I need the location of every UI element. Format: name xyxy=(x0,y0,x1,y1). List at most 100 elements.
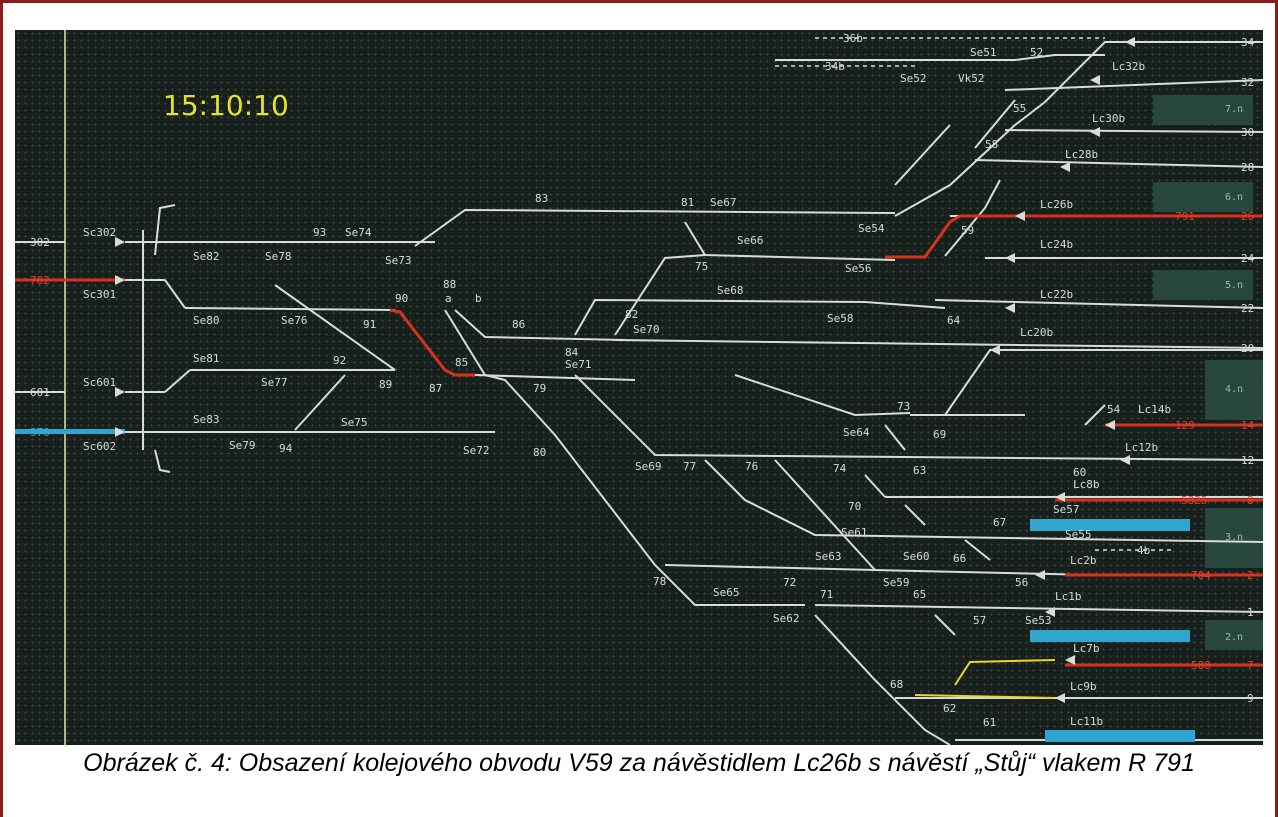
signal-Lc28b: Lc28b xyxy=(1065,148,1098,161)
platform-5: 5.n xyxy=(1225,280,1243,291)
switch-88-b: b xyxy=(475,292,482,305)
frame-top xyxy=(0,0,1278,3)
switch-52: 52 xyxy=(1030,46,1043,59)
signal-Se68: Se68 xyxy=(717,284,744,297)
switch-69: 69 xyxy=(933,428,946,441)
switch-58: 58 xyxy=(985,138,998,151)
platform-2: 2.n xyxy=(1225,632,1243,643)
track-2-label: 2 xyxy=(1247,569,1254,582)
signal-Se55: Se55 xyxy=(1065,528,1092,541)
signal-Lc8b: Lc8b xyxy=(1073,478,1100,491)
track-302-label: 302 xyxy=(30,236,50,249)
signal-Lc30b: Lc30b xyxy=(1092,112,1125,125)
switch-73: 73 xyxy=(897,400,910,413)
switch-94: 94 xyxy=(279,442,293,455)
train-5825: 5825 xyxy=(1181,494,1208,507)
track-7-label: 7 xyxy=(1247,659,1254,672)
signal-Se64: Se64 xyxy=(843,426,870,439)
switch-65: 65 xyxy=(913,588,926,601)
switch-79: 79 xyxy=(533,382,546,395)
switch-76: 76 xyxy=(745,460,758,473)
signal-Se57: Se57 xyxy=(1053,503,1080,516)
track-8-label: 8 xyxy=(1247,494,1254,507)
track-570-occupied xyxy=(15,429,125,434)
signal-Se76: Se76 xyxy=(281,314,308,327)
switch-74: 74 xyxy=(833,462,847,475)
switch-83: 83 xyxy=(535,192,548,205)
track-24-label: 24 xyxy=(1241,252,1255,265)
signal-Lc26b: Lc26b xyxy=(1040,198,1073,211)
track-601-label: 601 xyxy=(30,386,50,399)
signal-Lc22b: Lc22b xyxy=(1040,288,1073,301)
signal-Lc9b: Lc9b xyxy=(1070,680,1097,693)
signal-Sc301: Sc301 xyxy=(83,288,116,301)
frame-right xyxy=(1275,0,1278,817)
train-blue-2 xyxy=(1030,630,1190,642)
train-blue-1 xyxy=(1030,519,1190,531)
switch-88: 88 xyxy=(443,278,456,291)
signal-Se71: Se71 xyxy=(565,358,592,371)
train-129: 129 xyxy=(1175,419,1195,432)
platform-7-panel xyxy=(1153,95,1253,125)
signal-Sc601: Sc601 xyxy=(83,376,116,389)
train-791: 791 xyxy=(1175,210,1195,223)
signal-Lc14b: Lc14b xyxy=(1138,403,1171,416)
switch-56: 56 xyxy=(1015,576,1028,589)
switch-64: 64 xyxy=(947,314,961,327)
track-34-label: 34 xyxy=(1241,36,1255,49)
signal-Se61: Se61 xyxy=(841,526,868,539)
tracks-yellow xyxy=(914,659,1056,699)
switch-93: 93 xyxy=(313,226,326,239)
track-9-label: 9 xyxy=(1247,692,1254,705)
stub-34b: 34b xyxy=(825,60,845,73)
switch-88-a: a xyxy=(445,292,452,305)
signal-Se70: Se70 xyxy=(633,323,660,336)
platform-5-panel xyxy=(1153,270,1253,300)
switch-55: 55 xyxy=(1013,102,1026,115)
signal-Se75: Se75 xyxy=(341,416,368,429)
signal-Lc24b: Lc24b xyxy=(1040,238,1073,251)
signal-Se69: Se69 xyxy=(635,460,662,473)
signal-Se79: Se79 xyxy=(229,439,256,452)
switch-71: 71 xyxy=(820,588,833,601)
signal-labels: Sc302 Sc301 Sc601 Sc602 Se82 Se78 Se74 S… xyxy=(83,46,1171,728)
right-track-labels: 34 32 30 28 26 24 22 20 14 12 8 2 1 7 9 xyxy=(1241,36,1255,705)
track-30-label: 30 xyxy=(1241,126,1254,139)
track-diagram: 15:10:10 302 782 601 570 Sc302 Sc301 Sc6… xyxy=(15,30,1263,745)
track-diagram-screen: 15:10:10 302 782 601 570 Sc302 Sc301 Sc6… xyxy=(15,30,1263,745)
platform-4-panel xyxy=(1205,360,1263,420)
signal-Se81: Se81 xyxy=(193,352,220,365)
signal-Se54: Se54 xyxy=(858,222,885,235)
train-588: 588 xyxy=(1191,659,1211,672)
switch-63: 63 xyxy=(913,464,926,477)
signal-Se83: Se83 xyxy=(193,413,220,426)
switch-92: 92 xyxy=(333,354,346,367)
platform-3-panel xyxy=(1205,508,1263,568)
signal-Lc20b: Lc20b xyxy=(1020,326,1053,339)
switch-90: 90 xyxy=(395,292,408,305)
platform-6: 6.n xyxy=(1225,192,1243,203)
tracks-occupied xyxy=(15,214,1263,667)
signal-Se65: Se65 xyxy=(713,586,740,599)
signal-Lc12b: Lc12b xyxy=(1125,441,1158,454)
frame-left xyxy=(0,0,3,817)
signal-Se52: Se52 xyxy=(900,72,927,85)
switch-75: 75 xyxy=(695,260,708,273)
platform-4: 4.n xyxy=(1225,384,1243,395)
switch-61: 61 xyxy=(983,716,996,729)
switch-81: 81 xyxy=(681,196,694,209)
switch-84: 84 xyxy=(565,346,579,359)
signal-Se59: Se59 xyxy=(883,576,910,589)
train-blue-3 xyxy=(1045,730,1195,742)
signal-Se60: Se60 xyxy=(903,550,930,563)
switch-60: 60 xyxy=(1073,466,1086,479)
switch-89: 89 xyxy=(379,378,392,391)
platform-2-panel xyxy=(1205,620,1263,650)
signal-Se74: Se74 xyxy=(345,226,372,239)
switch-labels: 93 90 91 88 a b 83 81 86 92 89 87 85 84 … xyxy=(279,46,1121,729)
switch-59: 59 xyxy=(961,224,974,237)
signal-Se62: Se62 xyxy=(773,612,800,625)
signal-Se51: Se51 xyxy=(970,46,997,59)
train-704: 704 xyxy=(1191,569,1211,582)
switch-62: 62 xyxy=(943,702,956,715)
